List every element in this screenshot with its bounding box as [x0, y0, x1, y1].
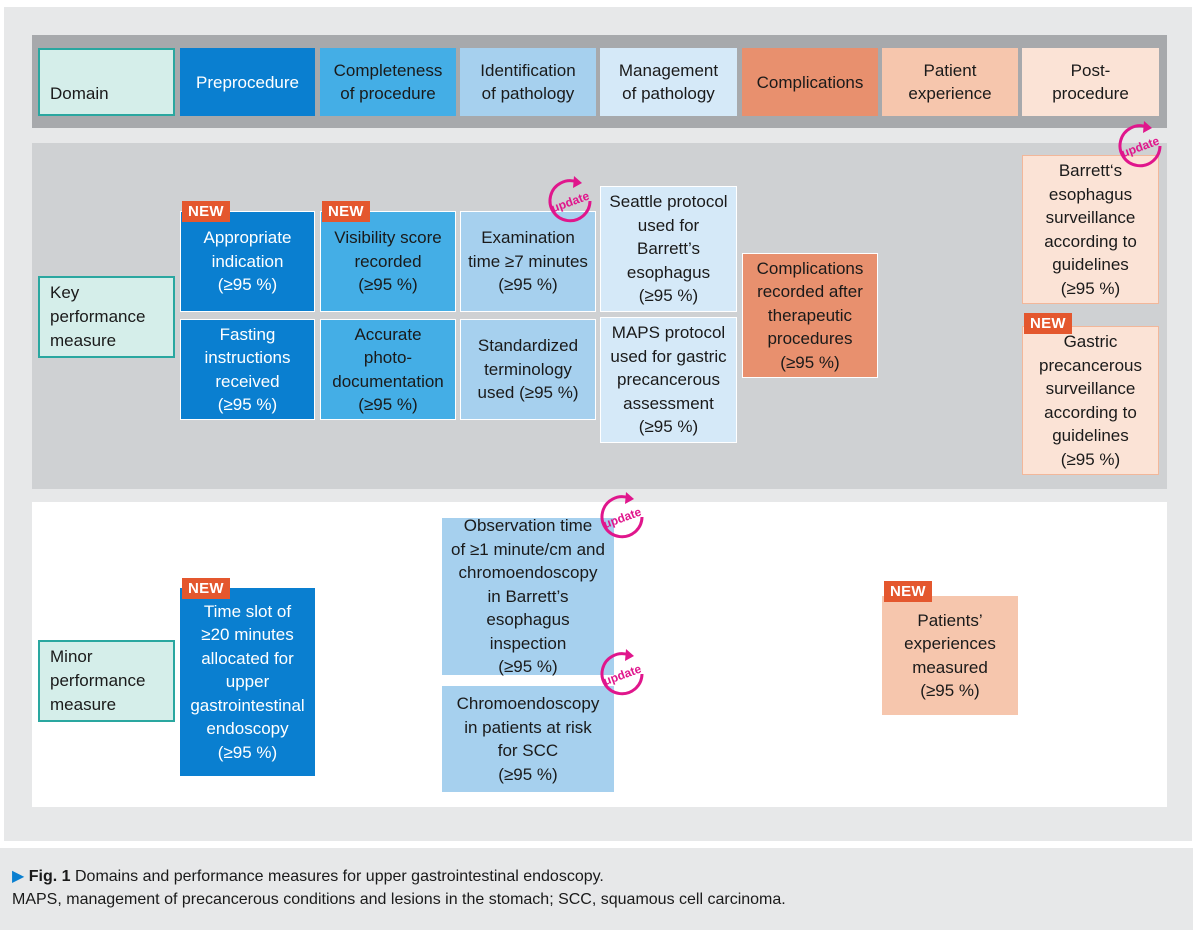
update-badge-icon: update — [548, 176, 592, 223]
caption-arrow-icon: ▶ — [12, 868, 25, 885]
update-label: update — [601, 662, 643, 689]
photo-documentation-box: Accurate photo- documentation (≥95 %) — [320, 319, 456, 420]
key-measure-band — [32, 143, 1167, 489]
domain-label: Domain — [38, 48, 175, 116]
seattle-protocol-box: Seattle protocol used for Barrett’s esop… — [600, 186, 737, 312]
new-badge: NEW — [1024, 313, 1072, 334]
caption-title: Domains and performance measures for upp… — [75, 868, 604, 885]
header-management: Management of pathology — [600, 48, 737, 116]
header-completeness: Completeness of procedure — [320, 48, 456, 116]
new-badge: NEW — [884, 581, 932, 602]
appropriate-indication-box: Appropriate indication (≥95 %) — [180, 211, 315, 312]
chromoendoscopy-scc-box: Chromoendoscopy in patients at risk for … — [441, 685, 615, 793]
patients-experiences-box: Patients’ experiences measured (≥95 %) — [882, 596, 1018, 715]
caption-line-1: ▶ Fig. 1 Domains and performance measure… — [12, 866, 604, 888]
new-badge: NEW — [182, 201, 230, 222]
complications-recorded-box: Complications recorded after therapeutic… — [742, 253, 878, 378]
gastric-surveillance-box: Gastric precancerous surveillance accord… — [1022, 326, 1159, 475]
new-badge: NEW — [182, 578, 230, 599]
new-badge: NEW — [322, 201, 370, 222]
minor-performance-label: Minor performance measure — [38, 640, 175, 722]
update-label: update — [549, 189, 591, 216]
barretts-surveillance-box: Barrett‘s esophagus surveillance accordi… — [1022, 155, 1159, 304]
header-identification: Identification of pathology — [460, 48, 596, 116]
key-performance-label: Key performance measure — [38, 276, 175, 358]
time-slot-box: Time slot of ≥20 minutes allocated for u… — [180, 588, 315, 776]
fasting-instructions-box: Fasting instructions received (≥95 %) — [180, 319, 315, 420]
update-label: update — [1119, 134, 1161, 161]
update-badge-icon: update — [600, 649, 644, 696]
caption-abbreviations: MAPS, management of precancerous conditi… — [12, 891, 786, 908]
header-post-procedure: Post- procedure — [1022, 48, 1159, 116]
header-patient-experience: Patient experience — [882, 48, 1018, 116]
standardized-terminology-box: Standardized terminology used (≥95 %) — [460, 319, 596, 420]
header-complications: Complications — [742, 48, 878, 116]
figure-caption: ▶ Fig. 1 Domains and performance measure… — [0, 848, 1193, 930]
update-badge-icon: update — [600, 492, 644, 539]
update-label: update — [601, 505, 643, 532]
maps-protocol-box: MAPS protocol used for gastric precancer… — [600, 317, 737, 443]
caption-fig-label: Fig. 1 — [28, 868, 71, 885]
observation-time-box: Observation time of ≥1 minute/cm and chr… — [441, 516, 615, 676]
visibility-score-box: Visibility score recorded (≥95 %) — [320, 211, 456, 312]
examination-time-box: Examination time ≥7 minutes (≥95 %) — [460, 211, 596, 312]
update-badge-icon: update — [1118, 121, 1162, 168]
header-preprocedure: Preprocedure — [180, 48, 315, 116]
